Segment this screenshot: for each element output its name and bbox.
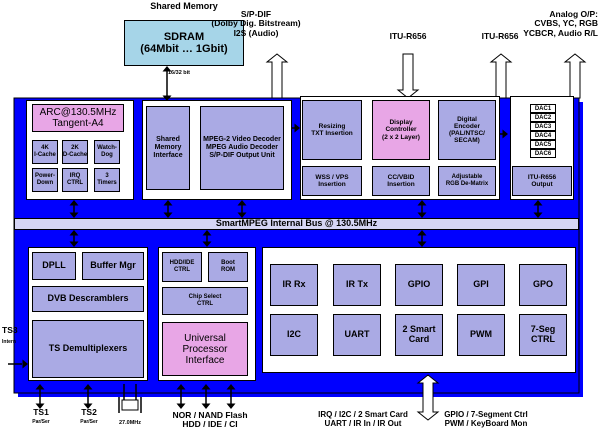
nor-flash-label: NOR / NAND Flash HDD / IDE / CI [172,410,248,430]
shared-memory-title: Shared Memory [150,1,218,11]
dac-block: DAC3 [530,122,556,131]
upi-bus-link-head-down [202,241,212,247]
ts3-head [22,359,28,369]
ts1-link-head-down [35,403,45,409]
video-bus-link-head-down [417,212,427,218]
crystal-label: 27.0MHz [118,420,141,426]
cpu-subblock: 2K D-Cache [62,140,88,164]
upi-link-b-head-up [201,384,211,390]
ts2-link-head-down [83,403,93,409]
upi-link-c-head-up [226,384,236,390]
rgb-dematrix-block: Adjustable RGB De-Matrix [438,166,496,196]
internal-bus: SmartMPEG Internal Bus @ 130.5MHz [14,218,579,230]
mpeg-decoder: MPEG-2 Video Decoder MPEG Audio Decoder … [200,106,284,190]
dac-block: DAC5 [530,140,556,149]
ir-rx-block: IR Rx [270,264,318,306]
dvb-descramblers: DVB Descramblers [32,286,144,312]
ir-tx-block: IR Tx [333,264,381,306]
cpu-subblock: 3 Timers [94,168,120,192]
mpeg-video-head [294,123,300,133]
ts2-label: TS2 [81,407,97,417]
itu-out-arrow [489,53,513,99]
dac-block: DAC4 [530,131,556,140]
transport-bus-link-head-down [69,241,79,247]
video-bus-link-head-up [417,200,427,206]
dac-block: DAC1 [530,104,556,113]
wss-vps-block: WSS / VPS Insertion [302,166,362,196]
gpio-block: GPIO [395,264,443,306]
ts3-label: TS3 [2,325,18,335]
enc-dac-head [502,129,508,139]
irq-uart-label: IRQ / I2C / 2 Smart Card UART / IR In / … [318,410,408,428]
cpu-title: ARC@130.5MHz Tangent-A4 [32,104,124,132]
analog-arrow [563,53,587,99]
resizing-block: Resizing TXT Insertion [302,100,362,160]
chip-select-ctrl: Chip Select CTRL [162,287,248,315]
cpu-subblock: Power- Down [32,168,58,192]
ts1-link-head-up [35,384,45,390]
ts1-label: TS1 [33,407,49,417]
dac-block: DAC6 [530,149,556,158]
gpi-block: GPI [457,264,505,306]
ts3-sub-label: Intern [2,339,16,345]
smi-bus-link-head-down [163,212,173,218]
dac-block: DAC2 [530,113,556,122]
periph-bottom-arrow [416,374,440,421]
transport-bus-link-head-up [69,230,79,236]
ts1-sub-label: Par/Ser [32,419,50,425]
display-controller: Display Controller (2 x 2 Layer) [372,100,430,160]
smart-card-block: 2 Smart Card [395,314,443,356]
cpu-subblock: IRQ CTRL [62,168,88,192]
sdram-link-head-down [162,95,172,101]
spdif-label: S/P-DIF (Dolby Dig. Bitstream) I2S (Audi… [211,9,301,38]
upi-bus-link-head-up [202,230,212,236]
boot-rom: Boot ROM [208,252,248,282]
cpu-subblock: Watch- Dog [94,140,120,164]
itu-out-label: ITU-R656 [481,31,519,41]
upi-link-a-head-down [176,403,186,409]
gpio-pwm-label: GPIO / 7-Segment Ctrl PWM / KeyBoard Mon [444,410,528,428]
spdif-arrow [265,53,289,99]
shared-memory-interface: Shared Memory Interface [146,106,190,190]
bus-width-label: 16/32 bit [168,70,191,76]
hdd-ide-ctrl: HDD/IDE CTRL [162,252,202,282]
pwm-block: PWM [457,314,505,356]
upi-link-a-head-up [176,384,186,390]
ts2-link-head-up [83,384,93,390]
dpll-block: DPLL [32,252,76,280]
cpu-bus-link-head-up [69,200,79,206]
itu-bus-link-head-down [533,212,543,218]
itu-bus-link-head-up [533,200,543,206]
smi-bus-link-head-up [163,200,173,206]
sdram-link-head-up [162,66,172,72]
upi-link-b-head-down [201,403,211,409]
cpu-bus-link-head-down [69,212,79,218]
mpeg-bus-link-head-down [237,212,247,218]
periph-bus-link-head-down [417,241,427,247]
crystal-body [121,399,139,411]
ts2-sub-label: Par/Ser [80,419,98,425]
itu-in-arrow [396,53,420,99]
ts-demultiplexers: TS Demultiplexers [32,320,144,378]
i2c-block: I2C [270,314,318,356]
sdram-block: SDRAM (64Mbit … 1Gbit) [124,20,244,66]
buffer-mgr-block: Buffer Mgr [82,252,144,280]
itu-in-label: ITU-R656 [389,31,427,41]
mpeg-bus-link-head-up [237,200,247,206]
gpo-block: GPO [519,264,567,306]
digital-encoder: Digital Encoder (PAL/NTSC/ SECAM) [438,100,496,160]
cc-vbid-block: CC/VBID Insertion [372,166,430,196]
periph-bus-link-head-up [417,230,427,236]
cpu-subblock: 4K I-Cache [32,140,58,164]
analog-label: Analog O/P: CVBS, YC, RGB YCBCR, Audio R… [523,9,598,38]
seven-seg-block: 7-Seg CTRL [519,314,567,356]
universal-processor-interface: Universal Processor Interface [162,322,248,376]
uart-block: UART [333,314,381,356]
itu-output-block: ITU-R656 Output [512,166,572,196]
upi-link-c-head-down [226,403,236,409]
